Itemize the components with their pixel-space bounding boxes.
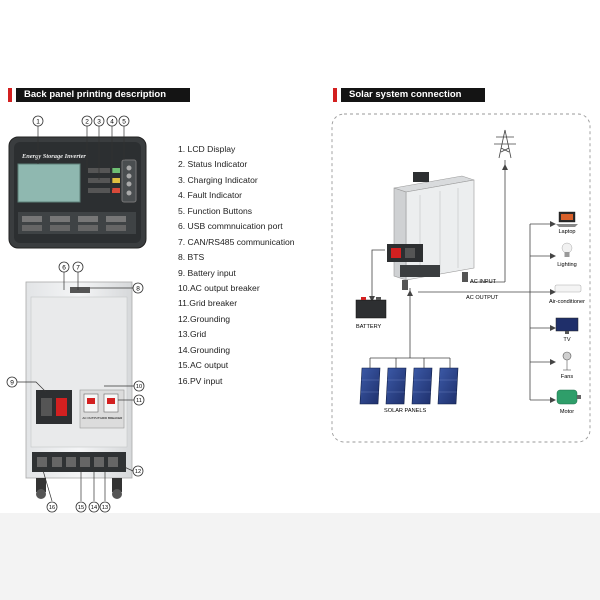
callout-number: 11 [136, 398, 142, 404]
callout-number: 5 [122, 119, 126, 126]
ac-output-breaker-label: AC OUTPUT [82, 416, 100, 420]
callout-number: 13 [102, 505, 108, 511]
callout-12: 12 [132, 465, 144, 477]
callout-number: 16 [49, 505, 55, 511]
tv-icon [555, 317, 579, 334]
solar-panels-icon [359, 367, 459, 405]
callout-number: 2 [85, 119, 89, 126]
load-label-lighting: Lighting [557, 262, 577, 268]
light-bulb-icon [561, 242, 573, 257]
solar-panels-label: SOLAR PANELS [384, 408, 426, 414]
legend-item: 6. USB commnuication port [178, 221, 283, 232]
callout-14: 14 [88, 501, 100, 513]
legend-item: 14.Grounding [178, 344, 231, 355]
legend-item: 9. Battery input [178, 267, 236, 278]
solar-header: Solar system connection [333, 88, 485, 102]
callout-3: 3 [93, 115, 105, 127]
legend-item: 12.Grounding [178, 313, 231, 324]
laptop-icon [556, 211, 578, 227]
top-callouts [37, 126, 125, 190]
breakers-block: AC OUTPUT GRID BREAKER [79, 389, 125, 429]
load-label-motor: Motor [560, 409, 574, 415]
back-panel-header: Back panel printing description [8, 88, 190, 102]
bottom-background-band [0, 513, 600, 600]
load-label-tv: TV [563, 337, 570, 343]
battery-label: BATTERY [356, 324, 382, 330]
load-label-fans: Fans [561, 374, 574, 380]
callout-15: 15 [75, 501, 87, 513]
inverter-cabinet [387, 172, 475, 290]
callout-8: 8 [132, 282, 144, 294]
legend-item: 3. Charging Indicator [178, 174, 258, 185]
battery-input-terminals [36, 390, 72, 424]
callout-9: 9 [6, 376, 18, 388]
arrow-heads [369, 164, 556, 403]
legend-item: 10.AC output breaker [178, 282, 260, 293]
callout-number: 12 [135, 469, 141, 475]
legend-item: 7. CAN/RS485 communication [178, 236, 295, 247]
callout-5: 5 [118, 115, 130, 127]
ac-output-label: AC OUTPUT [466, 295, 499, 301]
callout-10: 10 [133, 380, 145, 392]
callout-number: 7 [76, 265, 80, 272]
callout-number: 6 [62, 265, 66, 272]
callout-number: 8 [136, 286, 140, 293]
back-callout-lines [17, 272, 134, 502]
callout-number: 1 [36, 119, 40, 126]
legend-item: 8. BTS [178, 252, 205, 263]
callout-number: 14 [91, 505, 97, 511]
callout-number: 3 [97, 119, 101, 126]
callout-number: 15 [78, 505, 84, 511]
legend-item: 1. LCD Display [178, 144, 236, 154]
callout-2: 2 [81, 115, 93, 127]
lcd-panel-title: Energy Storage Inverter [21, 153, 86, 160]
lcd-display [17, 163, 81, 203]
load-label-laptop: Laptop [558, 229, 575, 235]
legend-item: 15.AC output [178, 360, 229, 371]
legend-item: 16.PV input [178, 375, 223, 386]
load-label-air-conditioner: Air-conditioner [549, 299, 585, 305]
callout-number: 10 [136, 384, 142, 390]
callout-number: 4 [110, 119, 114, 126]
panel-connector-row [18, 212, 136, 234]
legend-item: 4. Fault Indicator [178, 190, 243, 201]
component-legend-list: 1. LCD Display 2. Status Indicator 3. Ch… [178, 142, 295, 389]
solar-diagram-frame [331, 113, 591, 443]
status-indicators [88, 168, 120, 193]
connection-wires [369, 160, 552, 401]
callout-6: 6 [58, 261, 70, 273]
grid-breaker-label: GRID BREAKER [100, 416, 124, 420]
legend-item: 13.Grid [178, 329, 207, 340]
power-pylon-icon [494, 129, 516, 159]
header-accent-mark [8, 88, 12, 102]
header-accent-mark [333, 88, 337, 102]
callout-13: 13 [99, 501, 111, 513]
callout-4: 4 [106, 115, 118, 127]
ac-input-label: AC INPUT [470, 279, 497, 285]
callout-number: 9 [10, 380, 14, 387]
back-panel-cabinet [25, 281, 133, 499]
lcd-front-panel: Energy Storage Inverter [8, 136, 147, 249]
motor-icon [556, 389, 581, 405]
callout-11: 11 [133, 394, 145, 406]
fan-icon [562, 351, 572, 371]
solar-header-title: Solar system connection [341, 88, 485, 102]
air-conditioner-icon [554, 284, 582, 293]
callout-16: 16 [46, 501, 58, 513]
callout-7: 7 [72, 261, 84, 273]
legend-item: 5. Function Buttons [178, 205, 253, 216]
battery-icon [355, 297, 387, 319]
callout-1: 1 [32, 115, 44, 127]
back-panel-header-title: Back panel printing description [16, 88, 190, 102]
function-buttons [121, 159, 137, 203]
legend-item: 11.Grid breaker [178, 298, 238, 309]
legend-item: 2. Status Indicator [178, 159, 248, 170]
